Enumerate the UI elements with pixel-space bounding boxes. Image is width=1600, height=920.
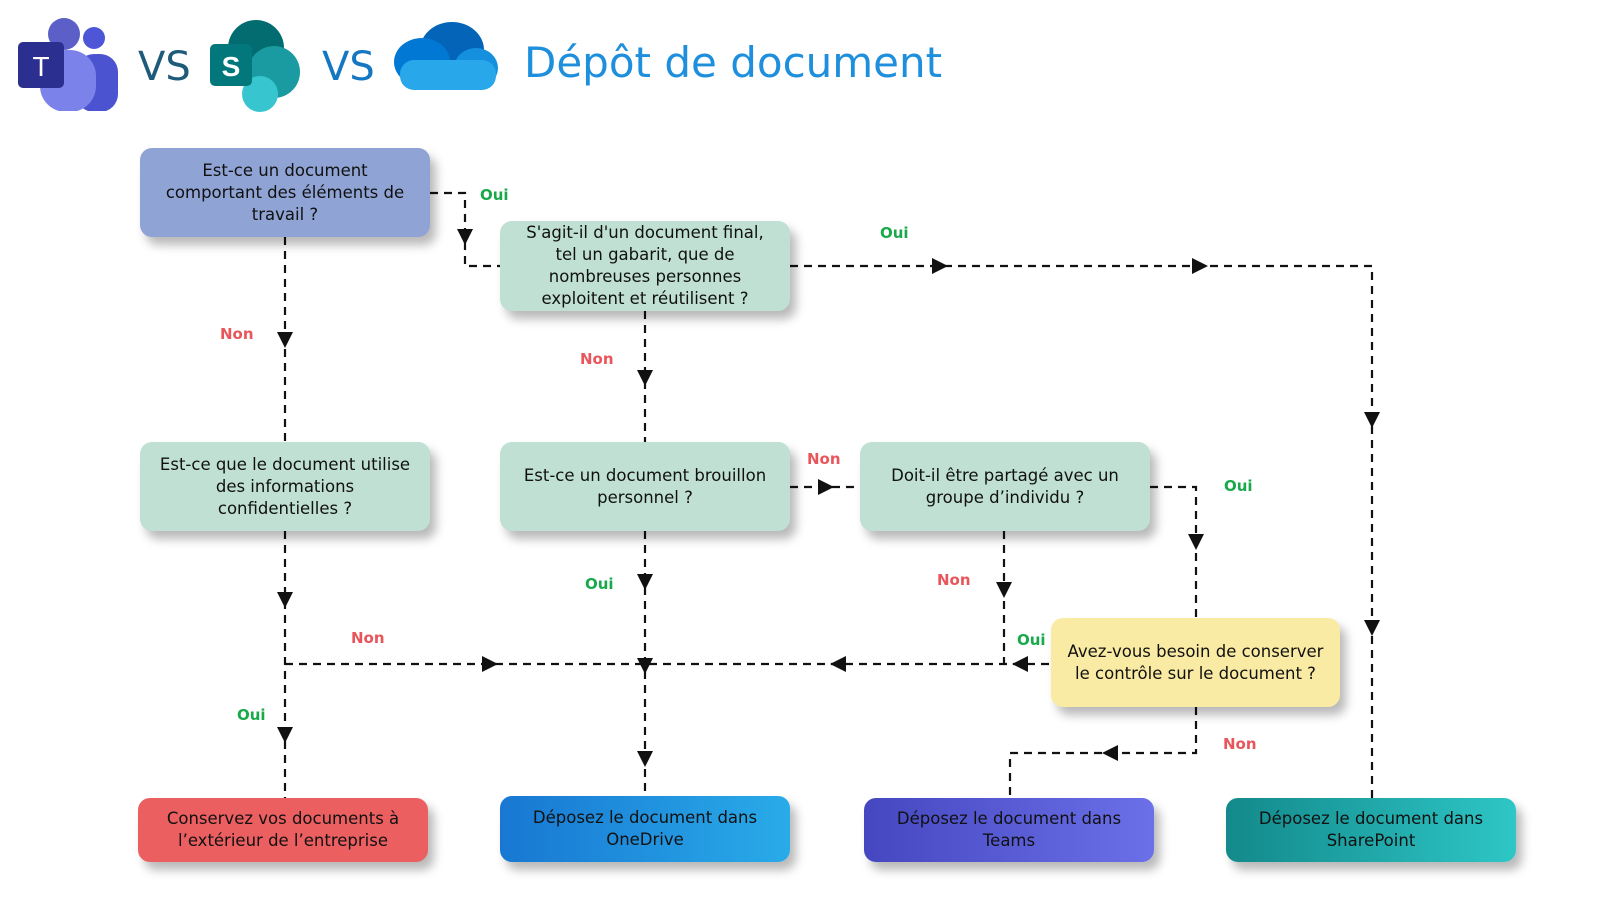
question-personal-draft: Est-ce un document brouillon personnel ? <box>500 442 790 531</box>
arrowhead-icon <box>932 258 948 274</box>
arrowhead-icon <box>637 574 653 590</box>
arrowhead-icon <box>277 592 293 608</box>
edge-label-no: Non <box>937 571 971 589</box>
arrowhead-icon <box>1364 620 1380 636</box>
arrowhead-icon <box>1192 258 1208 274</box>
question-confidential: Est-ce que le document utilise des infor… <box>140 442 430 531</box>
connector-line <box>1150 485 1198 618</box>
edge-label-yes: Oui <box>237 706 266 724</box>
arrowhead-icon <box>996 582 1012 598</box>
question-final-document: S'agit-il d'un document final, tel un ga… <box>500 221 790 311</box>
arrowhead-icon <box>818 479 834 495</box>
teams-logo: T <box>18 18 118 111</box>
arrowhead-icon <box>1102 745 1118 761</box>
arrowhead-icon <box>1364 412 1380 428</box>
arrowhead-icon <box>637 751 653 767</box>
edge-label-no: Non <box>220 325 254 343</box>
edge-label-yes: Oui <box>1224 477 1253 495</box>
edge-label-no: Non <box>351 629 385 647</box>
arrowhead-icon <box>277 332 293 348</box>
sharepoint-logo: S <box>210 20 300 112</box>
svg-text:S: S <box>222 51 241 82</box>
result-teams: Déposez le document dans Teams <box>864 798 1154 862</box>
result-onedrive: Déposez le document dans OneDrive <box>500 796 790 862</box>
arrowhead-icon <box>1188 534 1204 550</box>
edge-label-no: Non <box>1223 735 1257 753</box>
svg-text:T: T <box>32 51 49 82</box>
result-sharepoint: Déposez le document dans SharePoint <box>1226 798 1516 862</box>
vs-text: VS <box>322 44 375 90</box>
arrowhead-icon <box>482 656 498 672</box>
edge-label-no: Non <box>807 450 841 468</box>
arrowhead-icon <box>637 370 653 386</box>
question-keep-control: Avez-vous besoin de conserver le contrôl… <box>1051 618 1340 707</box>
connector-line <box>1008 707 1198 798</box>
edge-label-yes: Oui <box>1017 631 1046 649</box>
edge-label-no: Non <box>580 350 614 368</box>
question-work-document: Est-ce un document comportant des élémen… <box>140 148 430 237</box>
question-shared-group: Doit-il être partagé avec un groupe d’in… <box>860 442 1150 531</box>
edge-label-yes: Oui <box>585 575 614 593</box>
arrowhead-icon <box>830 656 846 672</box>
arrowhead-icon <box>637 658 653 674</box>
edge-label-yes: Oui <box>480 186 509 204</box>
arrowhead-icon <box>457 229 473 245</box>
page-title: Dépôt de document <box>524 38 943 87</box>
result-outside-company: Conservez vos documents à l’extérieur de… <box>138 798 428 862</box>
arrowhead-icon <box>277 727 293 743</box>
edge-label-yes: Oui <box>880 224 909 242</box>
onedrive-logo <box>394 22 498 90</box>
arrowhead-icon <box>1012 656 1028 672</box>
vs-text: VS <box>138 44 191 90</box>
connector-line <box>790 264 1374 798</box>
